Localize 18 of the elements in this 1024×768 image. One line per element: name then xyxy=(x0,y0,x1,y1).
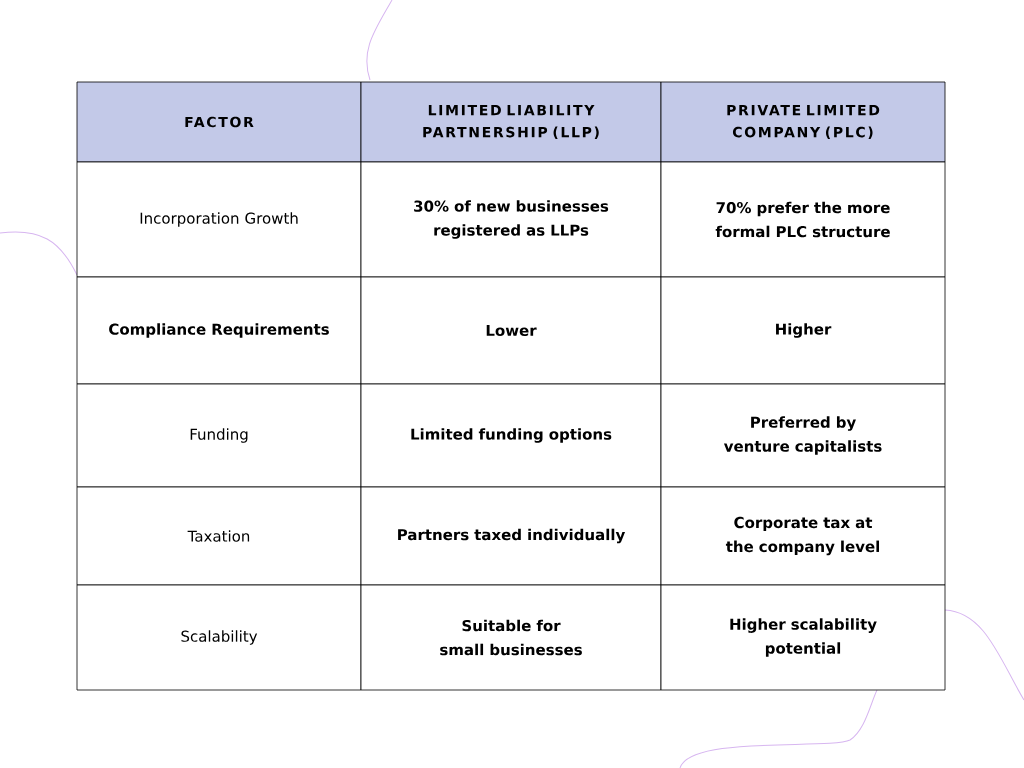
table-cell: Lower xyxy=(360,276,662,385)
table-cell: Partners taxed individually xyxy=(360,486,662,586)
table-cell: Limited funding options xyxy=(360,383,662,488)
table-cell: Scalability xyxy=(76,584,362,691)
table-cell: Preferred by venture capitalists xyxy=(660,383,946,488)
table-cell: 30% of new businesses registered as LLPs xyxy=(360,161,662,278)
table-cell: 70% prefer the more formal PLC structure xyxy=(660,161,946,278)
table-cell: Incorporation Growth xyxy=(76,161,362,278)
header-cell: FACTOR xyxy=(76,81,362,163)
table-cell: Taxation xyxy=(76,486,362,586)
table-cell: Corporate tax at the company level xyxy=(660,486,946,586)
table-cell: Higher scalability potential xyxy=(660,584,946,691)
header-cell: PRIVATE LIMITED COMPANY (PLC) xyxy=(660,81,946,163)
table-cell: Suitable for small businesses xyxy=(360,584,662,691)
header-cell: LIMITED LIABILITY PARTNERSHIP (LLP) xyxy=(360,81,662,163)
table-cell: Higher xyxy=(660,276,946,385)
table-cell: Funding xyxy=(76,383,362,488)
table-cell: Compliance Requirements xyxy=(76,276,362,385)
